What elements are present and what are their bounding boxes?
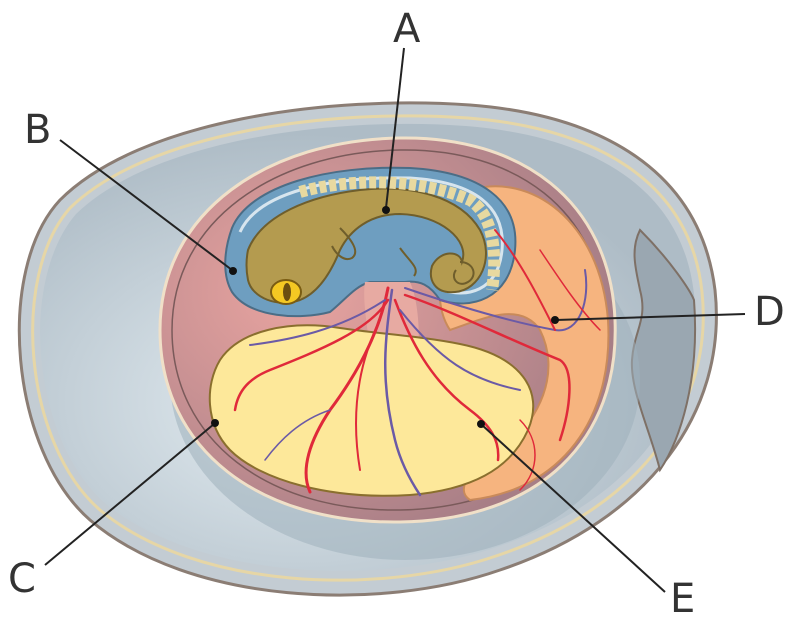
label-c: C bbox=[8, 556, 36, 602]
label-b: B bbox=[24, 107, 51, 153]
label-d: D bbox=[754, 289, 785, 335]
label-e: E bbox=[670, 576, 695, 622]
label-a: A bbox=[393, 6, 421, 52]
yolk-sac bbox=[210, 325, 533, 495]
